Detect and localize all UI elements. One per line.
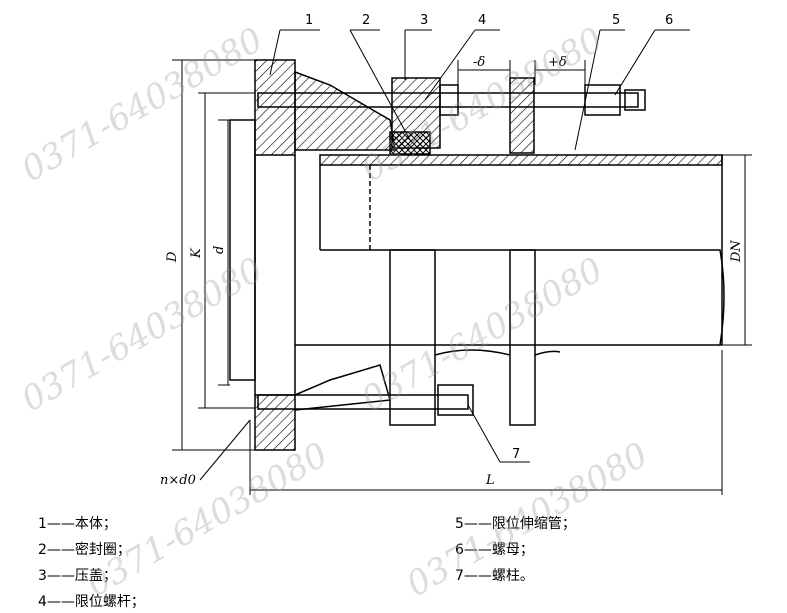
dim-L: L bbox=[485, 473, 495, 488]
dim-K: K bbox=[189, 247, 204, 259]
legend-item-4: 4——限位螺杆； bbox=[38, 594, 145, 610]
legend-num: 5 bbox=[455, 516, 464, 532]
seal-ring bbox=[389, 131, 431, 155]
legend-text: 螺柱。 bbox=[491, 568, 534, 584]
legend-num: 2 bbox=[38, 542, 47, 558]
legend-text: 限位伸缩管； bbox=[491, 516, 576, 532]
telescopic-pipe-top bbox=[319, 154, 723, 166]
limit-ring-top bbox=[509, 77, 535, 154]
dim-d: d bbox=[212, 246, 227, 254]
legend-text: 本体； bbox=[74, 516, 117, 532]
legend-text: 螺母； bbox=[491, 542, 534, 558]
legend-item-1: 1——本体； bbox=[38, 516, 117, 532]
legend-num: 1 bbox=[38, 516, 47, 532]
legend-num: 3 bbox=[38, 568, 47, 584]
callout-1: 1 bbox=[305, 13, 313, 28]
dim-DN: DN bbox=[729, 240, 744, 263]
callout-3: 3 bbox=[420, 13, 428, 28]
callout-7: 7 bbox=[512, 447, 520, 462]
legend-item-2: 2——密封圈； bbox=[38, 542, 131, 558]
legend-item-3: 3——压盖； bbox=[38, 568, 117, 584]
legend-item-7: 7——螺柱。 bbox=[455, 568, 534, 584]
callout-4: 4 bbox=[478, 13, 486, 28]
legend-text: 限位螺杆； bbox=[74, 594, 145, 610]
callout-5: 5 bbox=[612, 13, 620, 28]
nut-6 bbox=[584, 84, 621, 116]
legend-text: 压盖； bbox=[74, 568, 117, 584]
legend-num: 7 bbox=[455, 568, 464, 584]
legend-num: 6 bbox=[455, 542, 464, 558]
legend-item-5: 5——限位伸缩管； bbox=[455, 516, 576, 532]
legend-num: 4 bbox=[38, 594, 47, 610]
dim-D: D bbox=[165, 251, 180, 263]
dim-plus-delta: +δ bbox=[548, 55, 567, 70]
legend-item-6: 6——螺母； bbox=[455, 542, 534, 558]
legend-text: 密封圈； bbox=[74, 542, 131, 558]
dim-minus-delta: -δ bbox=[473, 55, 485, 70]
stud-bottom bbox=[257, 394, 469, 410]
body-flange-bottom bbox=[254, 394, 296, 451]
callout-6: 6 bbox=[665, 13, 673, 28]
dim-bolt-holes: n×d0 bbox=[160, 473, 196, 488]
limit-bolt-top bbox=[257, 92, 639, 108]
callout-2: 2 bbox=[362, 13, 370, 28]
body-hub-top bbox=[294, 70, 396, 151]
